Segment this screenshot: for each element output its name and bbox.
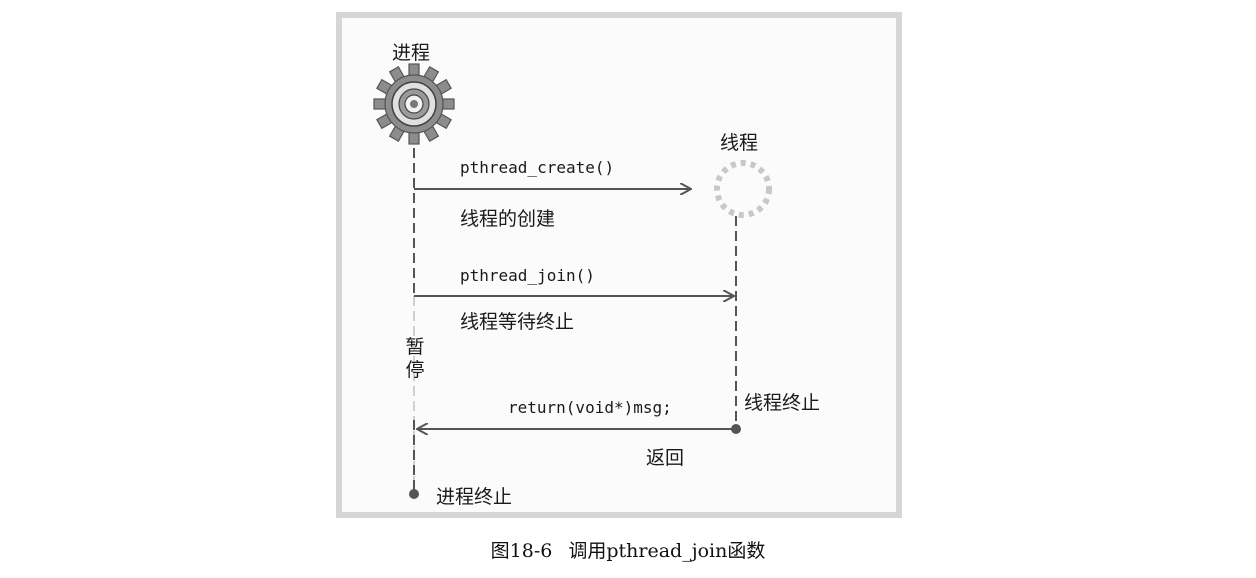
create-desc-label: 线程的创建 xyxy=(460,208,556,230)
thread-end-dot xyxy=(731,424,741,434)
join-desc-label: 线程等待终止 xyxy=(460,311,575,333)
figure-caption: 图18-6 调用pthread_join函数 xyxy=(0,536,1256,563)
create-call-label: pthread_create() xyxy=(460,158,615,177)
process-label: 进程 xyxy=(392,42,431,64)
process-end-label: 进程终止 xyxy=(436,486,513,508)
gear-icon xyxy=(373,63,455,145)
dashed-circle-icon xyxy=(714,160,772,218)
thread-label: 线程 xyxy=(720,132,759,154)
return-label: 返回 xyxy=(646,447,685,469)
join-call-label: pthread_join() xyxy=(460,266,595,285)
thread-end-label: 线程终止 xyxy=(744,392,821,414)
process-end-dot xyxy=(409,489,419,499)
pause-label: 暂停 xyxy=(405,336,425,381)
caption-number: 图18-6 xyxy=(490,540,553,562)
return-call-label: return(void*)msg; xyxy=(508,398,672,417)
caption-text: 调用pthread_join函数 xyxy=(568,540,766,562)
